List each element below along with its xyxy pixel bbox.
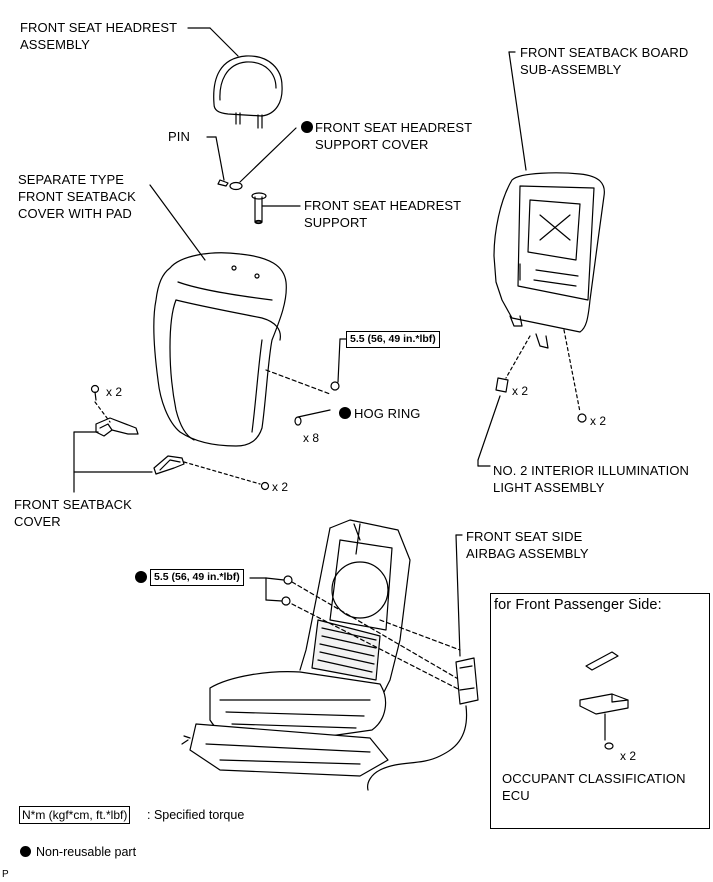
pin-drawing	[206, 127, 297, 191]
legend-non-reusable-dot	[20, 846, 31, 857]
seatback-board-drawing	[493, 51, 605, 413]
seat-frame-drawing	[181, 519, 461, 777]
board-screw-qty: x 2	[590, 414, 607, 428]
pin-label: PIN	[168, 129, 190, 144]
non-reusable-dot-cover	[301, 121, 313, 133]
frame-bolts	[249, 575, 293, 606]
bolt-qty-lower: x 2	[272, 480, 289, 494]
seatback-cover-pieces	[73, 384, 270, 493]
hog-ring-qty: x 8	[303, 431, 320, 445]
headrest-support-drawing	[251, 192, 301, 225]
light-qty: x 2	[512, 384, 529, 398]
ecu-qty: x 2	[620, 749, 637, 763]
headrest-drawing	[187, 27, 283, 129]
torque-spec-upper: 5.5 (56, 49 in.*lbf)	[346, 331, 440, 348]
legend-non-reusable-text: Non-reusable part	[36, 845, 137, 859]
passenger-side-box	[490, 593, 710, 829]
hog-ring-label: HOG RING	[354, 406, 421, 421]
passenger-parts-drawing	[579, 651, 629, 750]
non-reusable-dot-hog-ring	[339, 407, 351, 419]
footer-code: P	[2, 869, 9, 880]
illumination-light-drawing	[477, 377, 587, 467]
legend-torque-text: : Specified torque	[147, 808, 245, 822]
passenger-side-title: for Front Passenger Side:	[494, 597, 662, 613]
clip-qty-left: x 2	[106, 385, 123, 399]
side-airbag-drawing	[367, 534, 479, 791]
torque-spec-lower: 5.5 (56, 49 in.*lbf)	[150, 569, 244, 586]
non-reusable-dot-torque-lower	[135, 571, 147, 583]
seatback-cover-drawing	[149, 184, 331, 447]
hog-ring-drawing	[294, 338, 347, 426]
legend-torque-box: N*m (kgf*cm, ft.*lbf)	[19, 806, 131, 824]
